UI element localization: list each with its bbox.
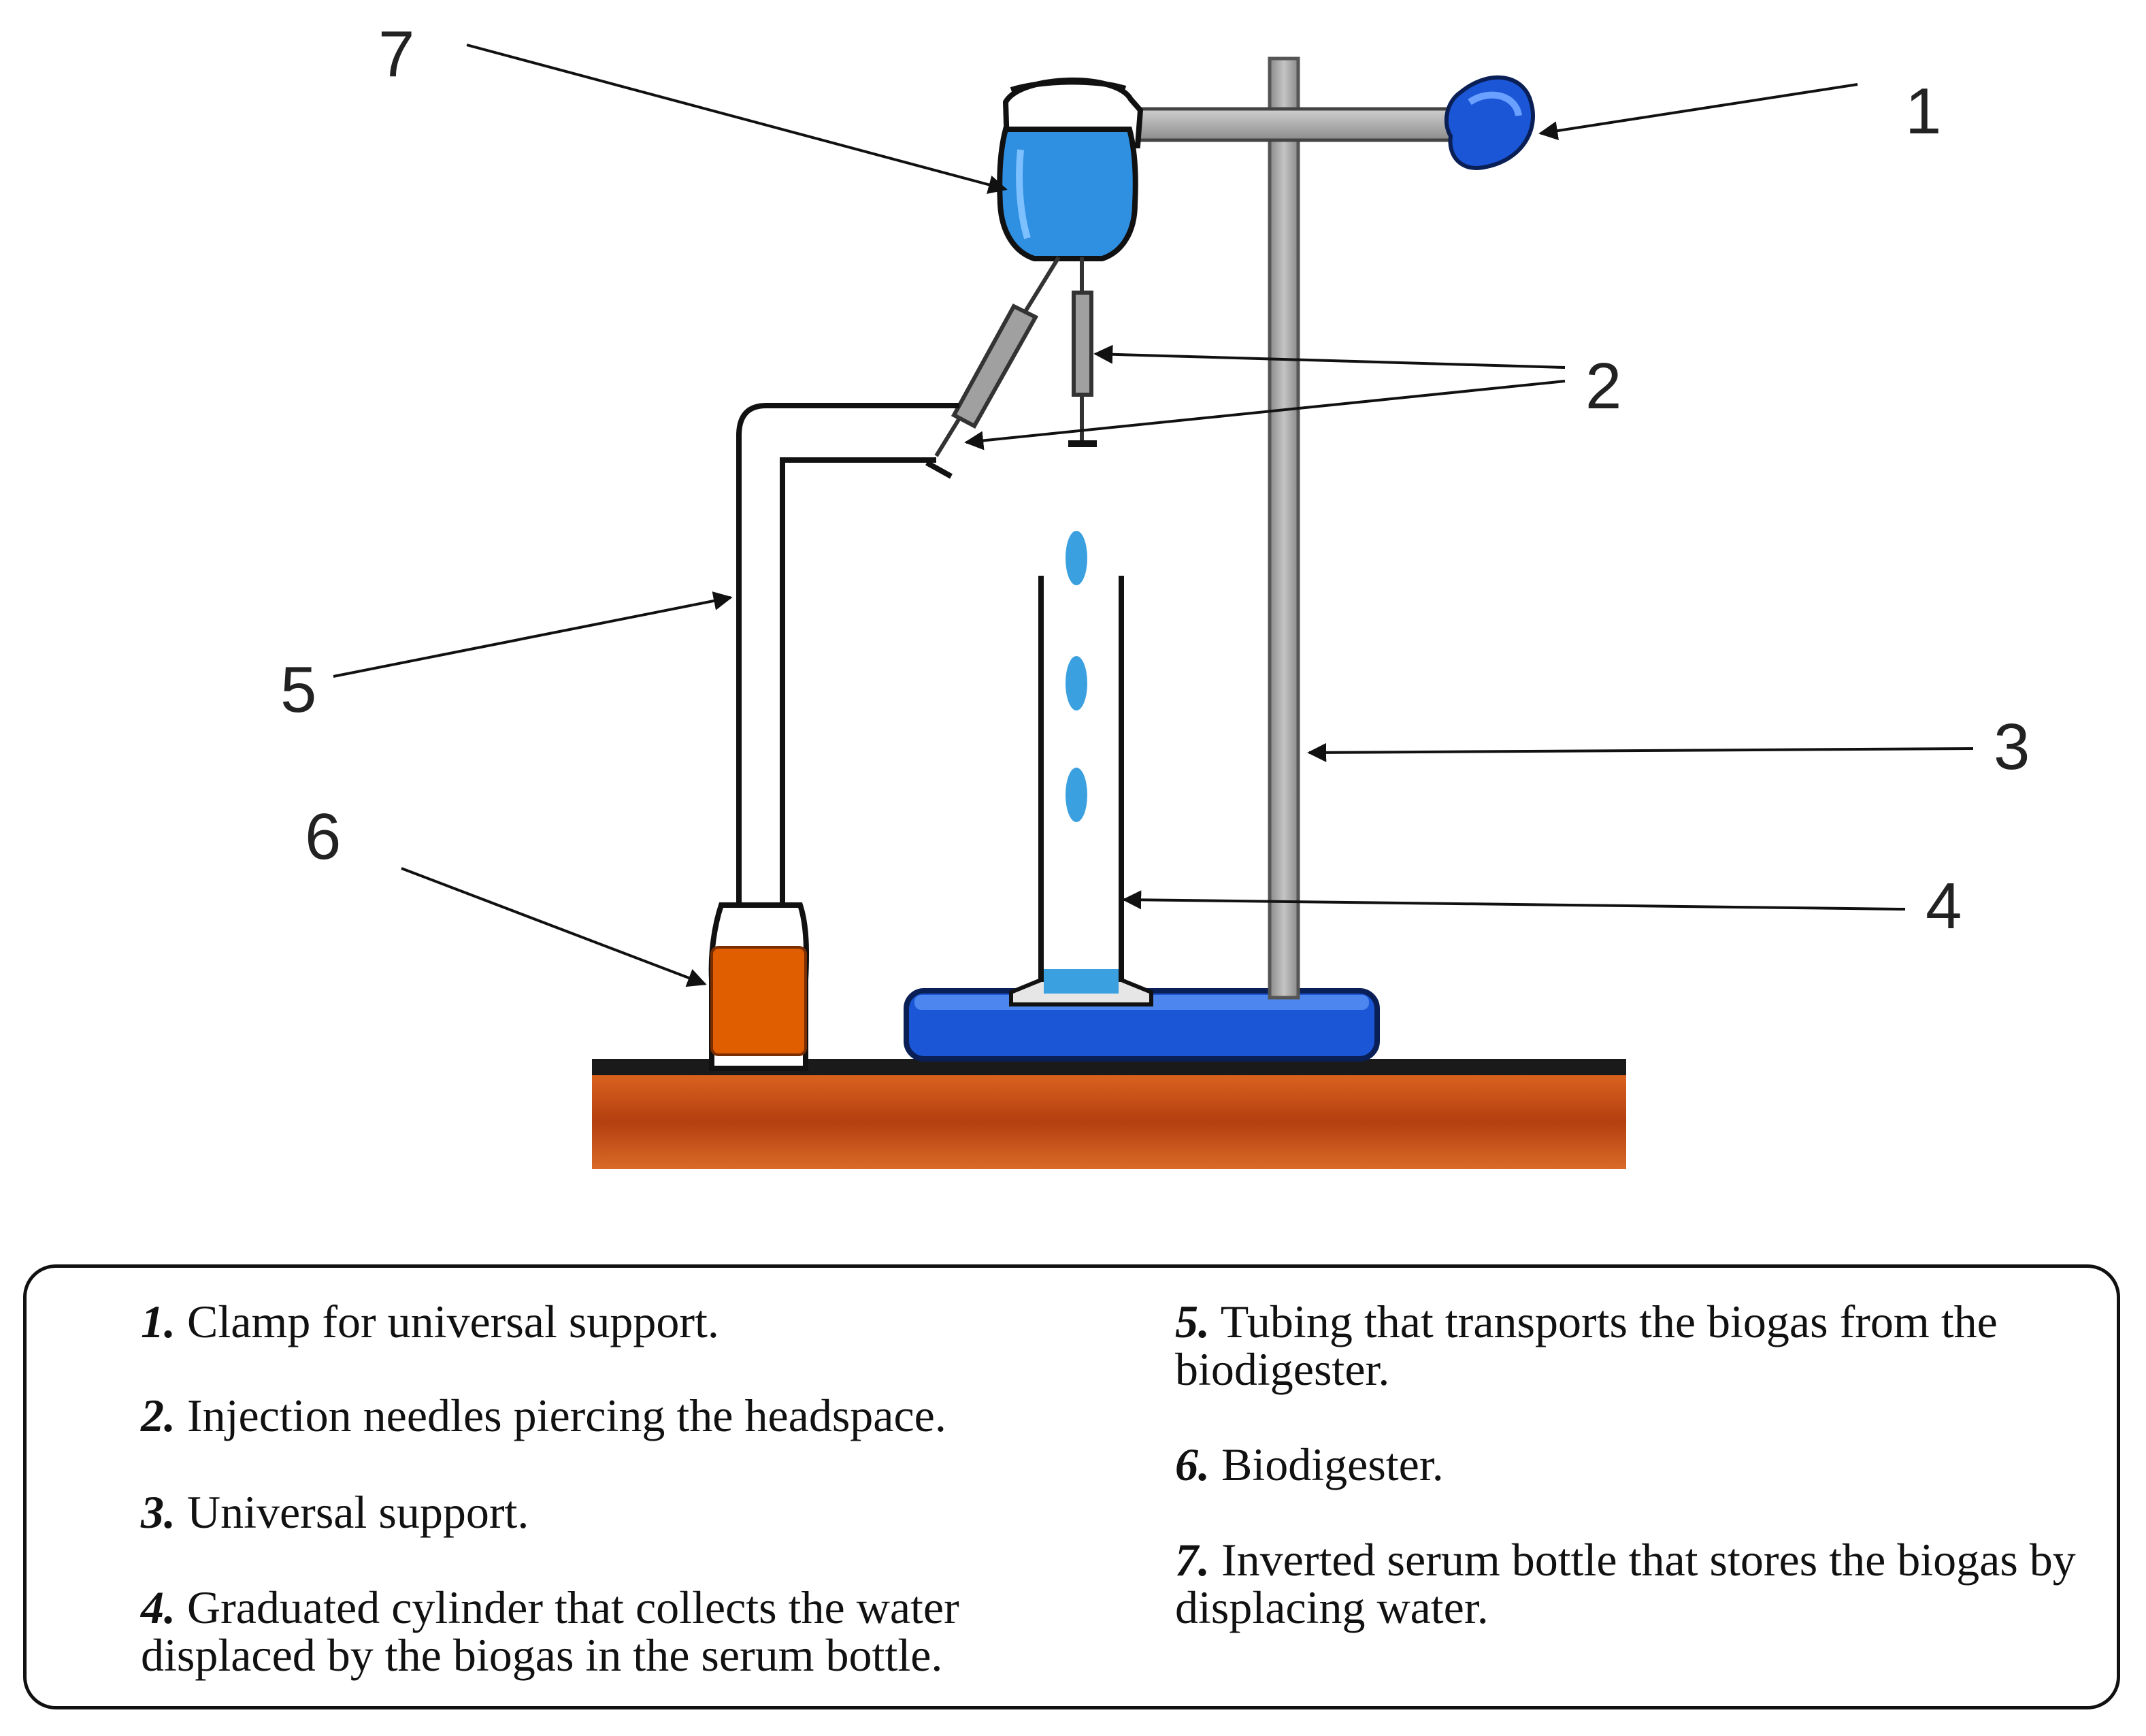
water-droplets [1066, 531, 1087, 822]
callout-3: 3 [1994, 710, 2030, 783]
biogas-apparatus-diagram: 1 2 3 4 5 6 7 [280, 18, 2030, 1169]
legend-item-4: 4. Graduated cylinder that collects the … [141, 1582, 959, 1681]
callout-6: 6 [305, 800, 341, 873]
injection-needles [925, 256, 1097, 479]
callout-4: 4 [1926, 870, 1962, 943]
leader-lines [333, 44, 1974, 987]
universal-support [904, 56, 1380, 1062]
clamp-arm [1114, 75, 1535, 170]
callout-5: 5 [280, 653, 316, 726]
table [592, 1059, 1626, 1169]
legend-item-7: 7. Inverted serum bottle that stores the… [1175, 1534, 2076, 1633]
legend-item-6: 6. Biodigester. [1175, 1439, 1444, 1490]
callout-2: 2 [1585, 350, 1621, 423]
legend-box: 1. Clamp for universal support. 2. Injec… [23, 1264, 2120, 1709]
callout-1: 1 [1905, 75, 1941, 148]
legend-item-3: 3. Universal support. [141, 1486, 529, 1538]
legend-item-2: 2. Injection needles piercing the headsp… [141, 1390, 946, 1441]
graduated-cylinder [1009, 576, 1153, 1006]
biodigester [708, 902, 810, 1071]
callout-7: 7 [378, 18, 414, 91]
legend-item-1: 1. Clamp for universal support. [141, 1296, 719, 1347]
inverted-serum-bottle [997, 78, 1144, 261]
clamp-knob [1444, 75, 1535, 170]
legend-item-5: 5. Tubing that transports the biogas fro… [1175, 1296, 1998, 1395]
tubing [736, 403, 959, 905]
